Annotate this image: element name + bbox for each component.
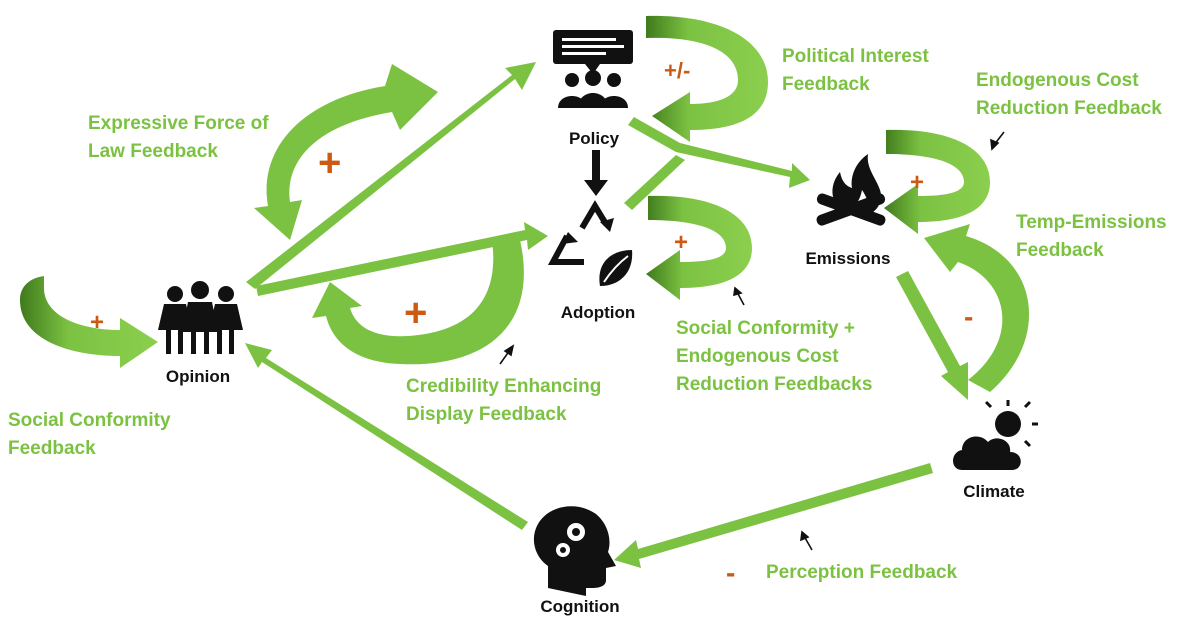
node-label-cognition: Cognition: [540, 597, 619, 616]
arrow-cognition-to-opinion: [245, 343, 528, 530]
pointer-head: [733, 286, 743, 297]
campfire-icon: [816, 154, 886, 226]
feedback-label-social-conformity: Social Conformity Feedback: [8, 410, 171, 459]
pointer-arrows: [499, 131, 1005, 551]
feedback-label-line: Credibility Enhancing: [406, 376, 601, 397]
recycle-leaf-icon: [547, 200, 633, 286]
feedback-label-perception: Perception Feedback: [766, 562, 958, 583]
link-arrows: [245, 62, 968, 568]
sign-endogenous-cost: +: [910, 169, 924, 196]
node-label-emissions: Emissions: [805, 249, 890, 268]
speech-bubble-audience-icon: [553, 30, 633, 108]
feedback-label-social-conformity-endogenous: Social Conformity + Endogenous Cost Redu…: [676, 318, 872, 395]
arrow-climate-to-cognition: [614, 463, 933, 568]
loop-temp-emissions: [924, 224, 1030, 392]
feedback-label-line: Perception Feedback: [766, 562, 958, 583]
loop-social-conformity: [20, 276, 158, 368]
feedback-label-endogenous-cost: Endogenous Cost Reduction Feedback: [976, 70, 1162, 119]
sign-expressive-force: +: [318, 141, 341, 185]
feedback-label-line: Reduction Feedback: [976, 98, 1162, 119]
pointer-head: [800, 530, 810, 542]
sign-political-interest: +/-: [664, 58, 690, 83]
loop-social-conformity-endogenous: [646, 195, 752, 300]
feedback-label-line: Expressive Force of: [88, 113, 269, 134]
feedback-label-expressive-force: Expressive Force of Law Feedback: [88, 113, 269, 162]
loop-endogenous-cost: [884, 129, 990, 234]
loop-political-interest: [646, 15, 768, 143]
feedback-label-credibility: Credibility Enhancing Display Feedback: [406, 376, 601, 425]
node-label-policy: Policy: [569, 129, 620, 148]
arrow-adoption-to-emissions: [624, 155, 685, 210]
node-label-climate: Climate: [963, 482, 1024, 501]
loop-credibility: [312, 240, 524, 365]
feedback-label-temp-emissions: Temp-Emissions Feedback: [1016, 212, 1167, 261]
node-label-adoption: Adoption: [561, 303, 636, 322]
pointer-head: [990, 138, 1000, 151]
feedback-label-political-interest: Political Interest Feedback: [782, 46, 929, 95]
loop-expressive-force: [254, 64, 438, 240]
feedback-label-line: Reduction Feedbacks: [676, 374, 872, 395]
arrow-opinion-to-adoption: [256, 222, 548, 296]
arrow-policy-to-adoption: [584, 150, 608, 196]
feedback-label-line: Social Conformity +: [676, 318, 855, 339]
feedback-label-line: Endogenous Cost: [676, 346, 839, 367]
sign-temp-emissions: -: [964, 301, 973, 332]
cloud-sun-icon: [953, 400, 1038, 470]
feedback-label-line: Temp-Emissions: [1016, 212, 1167, 233]
loop-signs: +/- + + + + + - -: [90, 58, 973, 588]
sign-social-conformity: +: [90, 309, 104, 336]
node-label-opinion: Opinion: [166, 367, 230, 386]
arrow-opinion-to-policy: [246, 62, 536, 289]
feedback-label-line: Feedback: [782, 74, 870, 95]
arrow-policy-to-emissions: [628, 117, 810, 188]
feedback-label-line: Endogenous Cost: [976, 70, 1139, 91]
feedback-label-line: Display Feedback: [406, 404, 567, 425]
head-gears-icon: [533, 506, 616, 596]
feedback-label-line: Law Feedback: [88, 141, 218, 162]
sign-perception: -: [726, 557, 735, 588]
feedback-label-line: Feedback: [8, 438, 96, 459]
feedback-loops: [20, 15, 1030, 392]
feedback-label-line: Social Conformity: [8, 410, 171, 431]
arrow-emissions-to-climate: [896, 271, 968, 400]
sign-social-conformity-endogenous: +: [674, 229, 688, 256]
sign-credibility: +: [404, 291, 427, 335]
three-women-icon: [158, 281, 243, 354]
feedback-label-line: Political Interest: [782, 46, 929, 67]
feedback-label-line: Feedback: [1016, 240, 1104, 261]
pointer-head: [503, 344, 515, 357]
